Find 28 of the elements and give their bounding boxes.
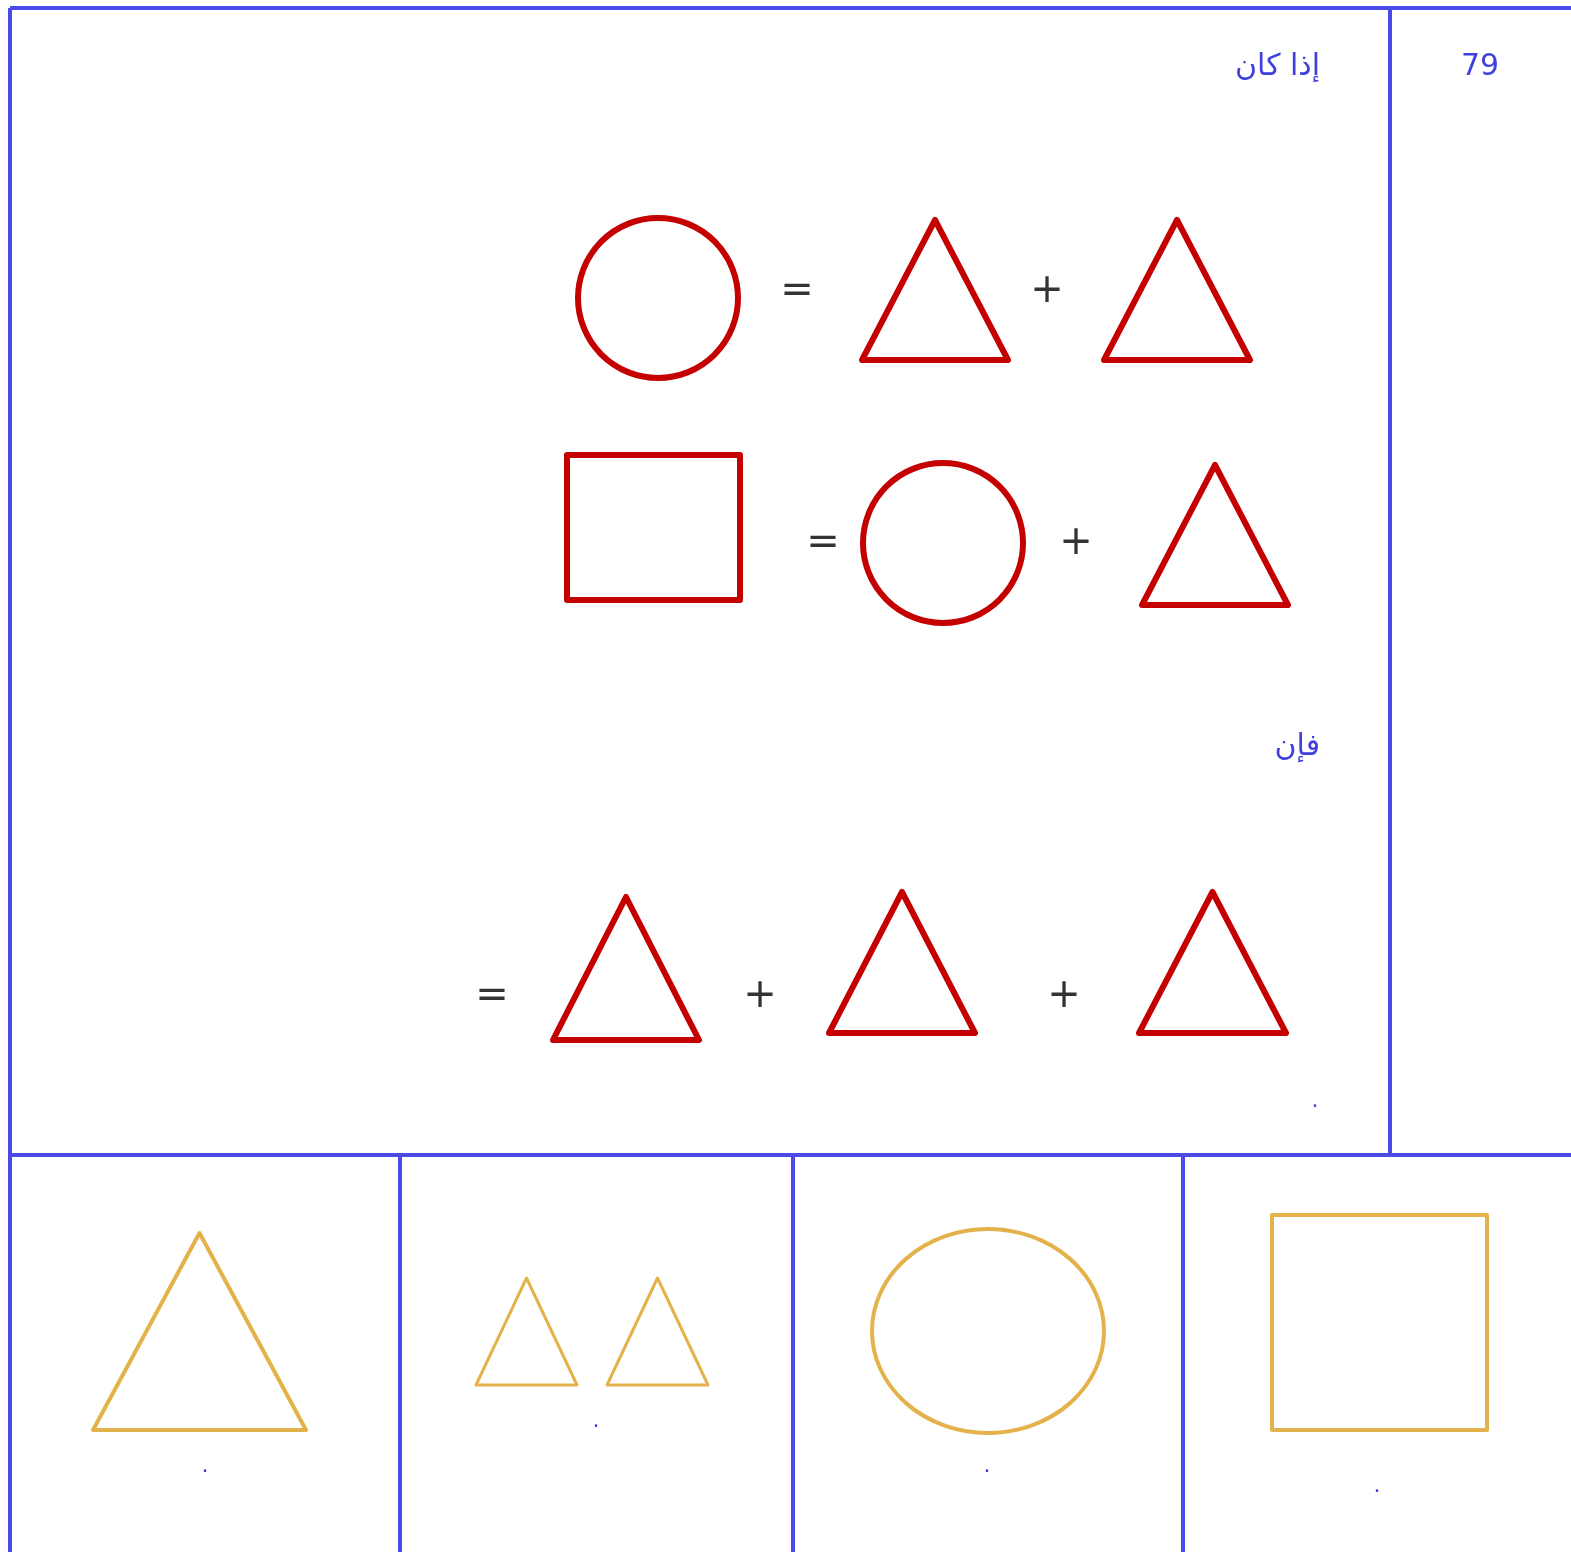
plus-sign: +: [1059, 520, 1093, 560]
triangle-outline: [1136, 889, 1289, 1036]
triangle-outline: [1101, 217, 1253, 363]
equals-sign: =: [806, 520, 840, 560]
circle-outline: [860, 460, 1026, 626]
circle-outline: [575, 215, 741, 381]
question-text: إذا كان: [1234, 50, 1320, 80]
triangle-outline: [859, 217, 1011, 363]
square-outline: [1270, 1213, 1489, 1432]
period: .: [983, 1454, 991, 1476]
square-outline: [564, 452, 743, 603]
period: .: [1373, 1474, 1381, 1496]
period: .: [592, 1409, 600, 1431]
equals-sign: =: [475, 973, 509, 1013]
plus-sign: +: [1047, 973, 1081, 1013]
equals-sign: =: [780, 268, 814, 308]
triangle-outline: [474, 1276, 579, 1387]
triangle-outline: [1139, 462, 1291, 608]
circle-outline: [870, 1227, 1106, 1435]
plus-sign: +: [743, 973, 777, 1013]
triangle-outline: [826, 889, 978, 1036]
period: .: [201, 1454, 209, 1476]
triangle-outline: [91, 1231, 308, 1432]
triangle-outline: [550, 894, 702, 1043]
question-number: 79: [1460, 50, 1500, 80]
triangle-outline: [605, 1276, 710, 1387]
plus-sign: +: [1030, 268, 1064, 308]
period: .: [1311, 1089, 1319, 1111]
